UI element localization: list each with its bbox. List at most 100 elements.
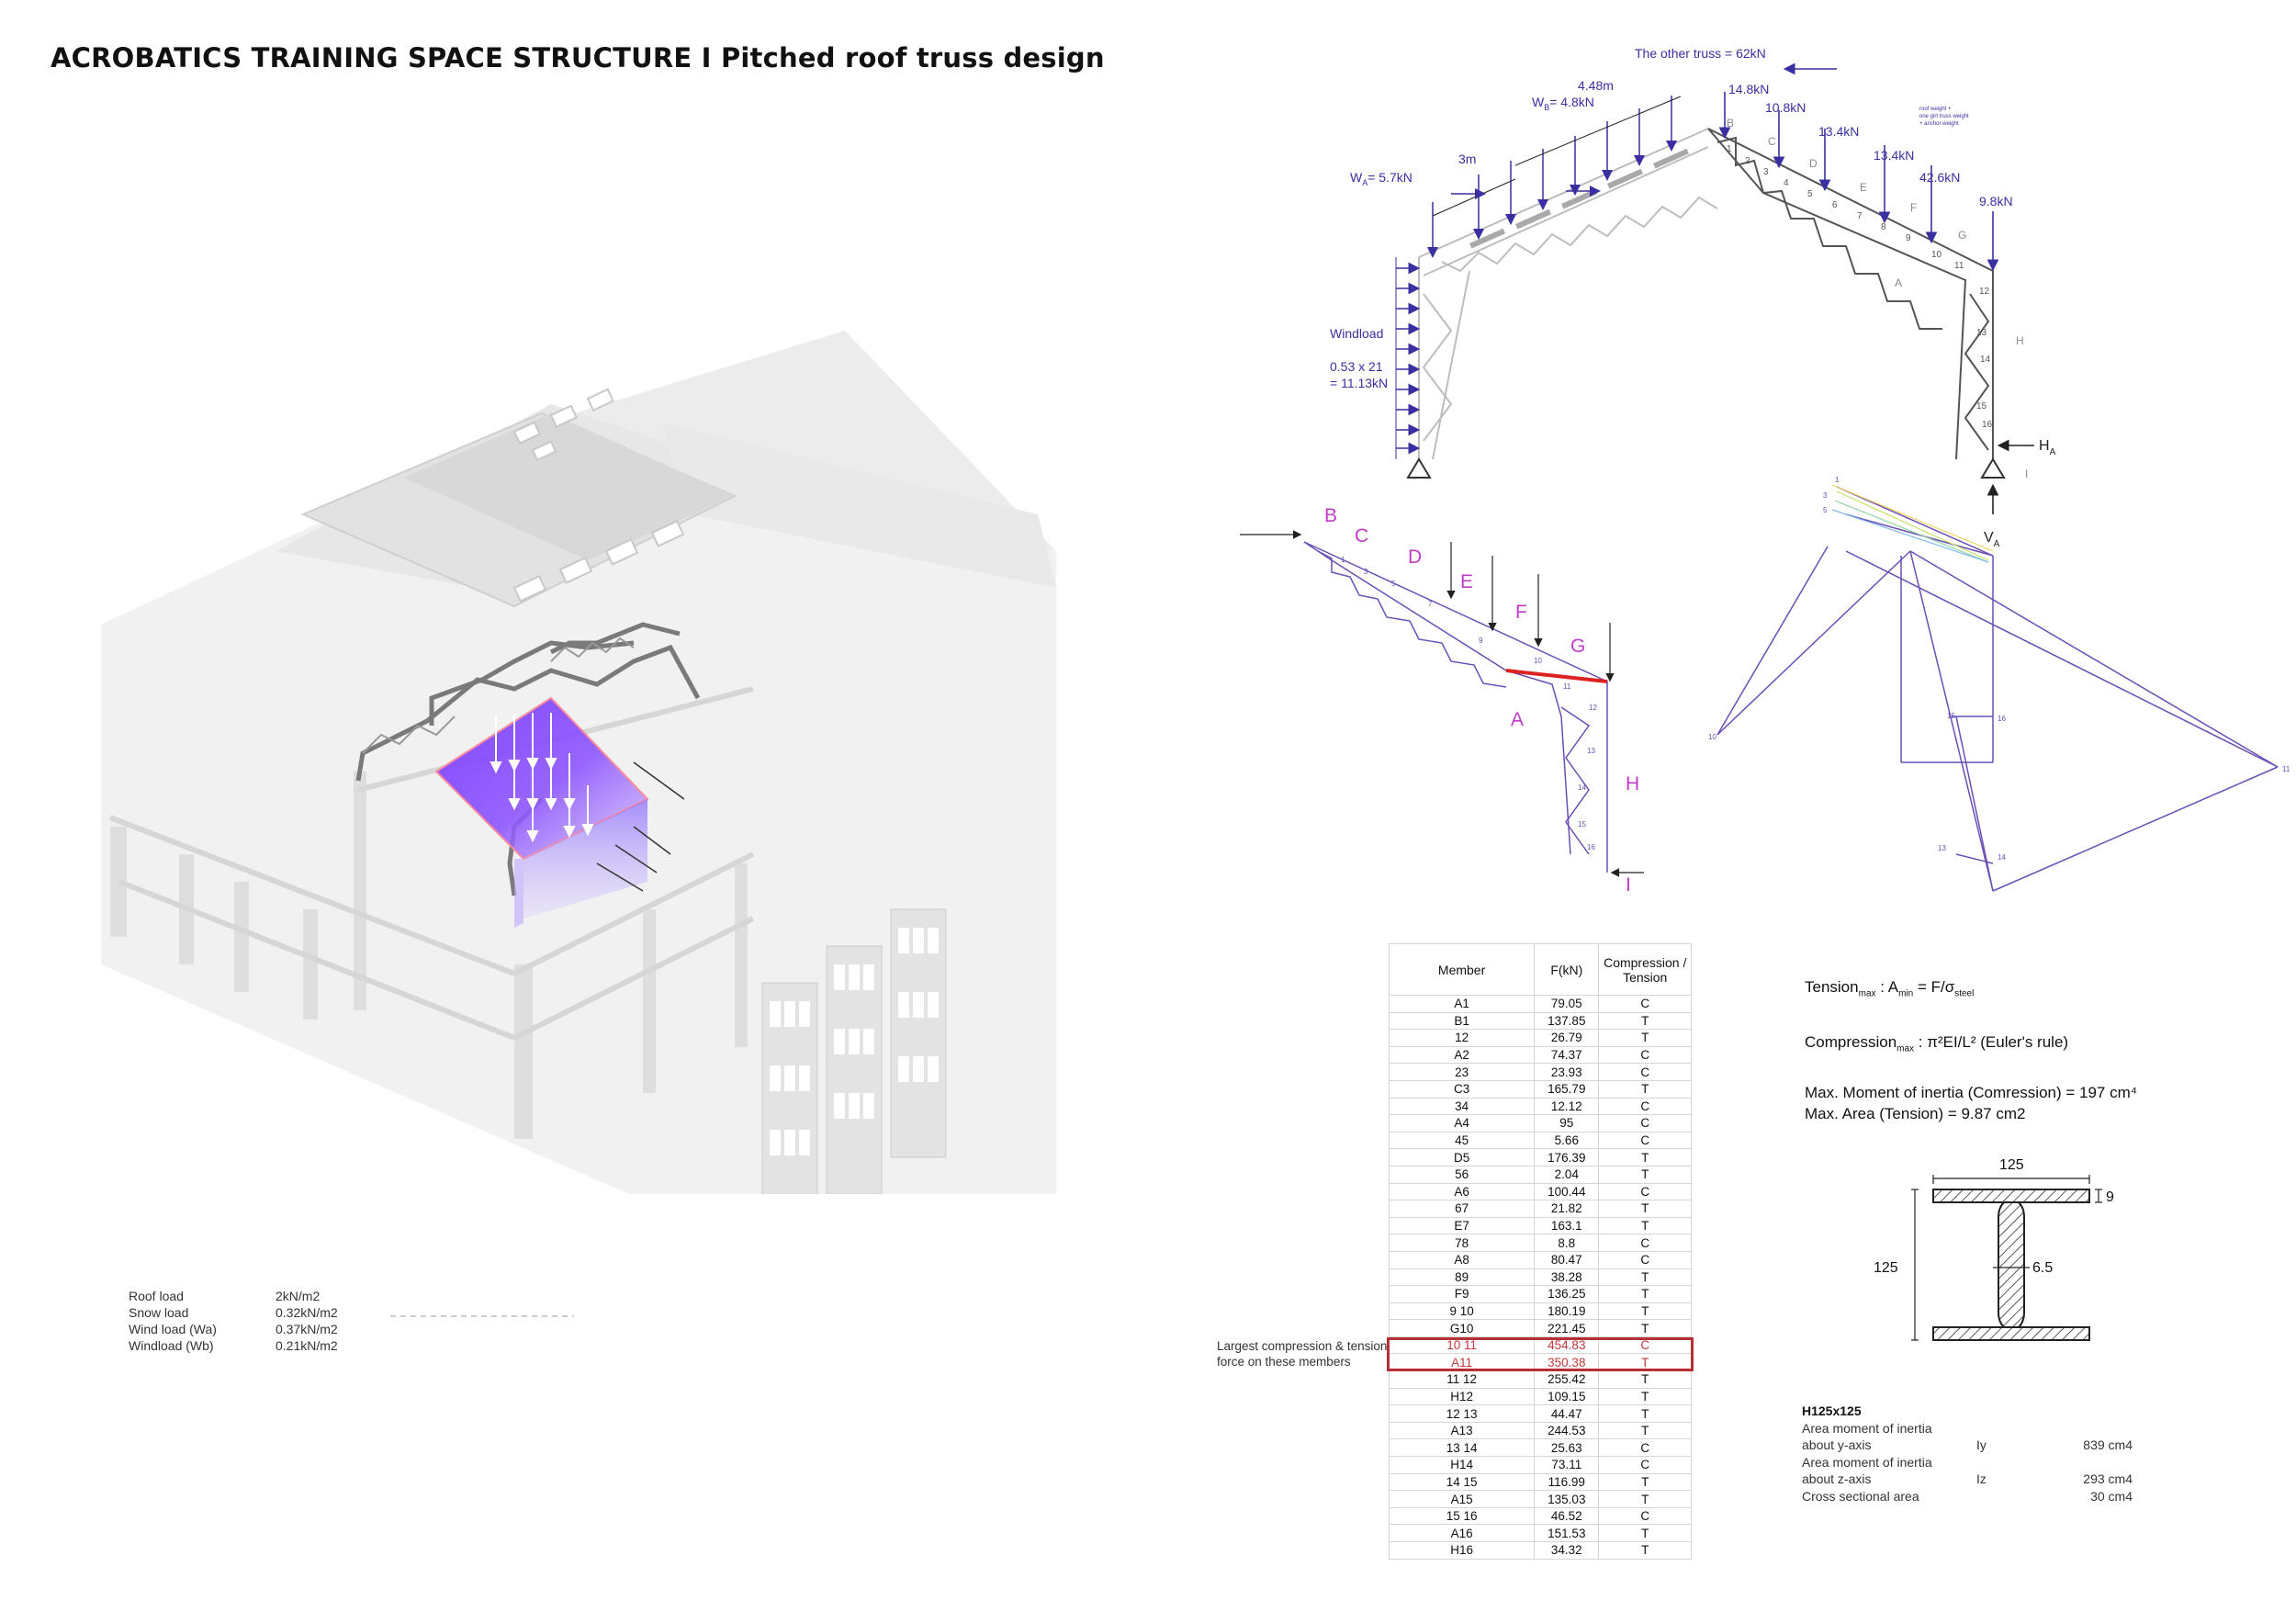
svg-text:12: 12 — [1979, 287, 1990, 297]
svg-text:E: E — [1860, 181, 1867, 194]
cell-type: T — [1598, 1421, 1692, 1440]
wb-label: WB= 4.8kN — [1532, 95, 1594, 112]
tension-formula: Tensionmax : Amin = F/σsteel — [1805, 978, 1975, 999]
load-label: 10.8kN — [1765, 100, 1806, 115]
cell-member: B1 — [1388, 1011, 1536, 1031]
cell-member: A4 — [1388, 1114, 1536, 1133]
cell-force: 26.79 — [1534, 1029, 1600, 1047]
cell-force: 109.15 — [1534, 1387, 1600, 1406]
cell-type: C — [1598, 1250, 1692, 1269]
cell-force: 176.39 — [1534, 1148, 1600, 1167]
cell-member: 13 14 — [1388, 1438, 1536, 1458]
svg-text:H: H — [2016, 334, 2024, 347]
svg-text:1: 1 — [1341, 556, 1345, 564]
small-note: roof weight + — [1919, 107, 1952, 112]
cell-type: C — [1598, 1456, 1692, 1474]
zone-letter: G — [1570, 636, 1585, 657]
cell-force: 151.53 — [1534, 1524, 1600, 1542]
svg-text:7: 7 — [1428, 600, 1433, 608]
svg-text:5: 5 — [1391, 580, 1396, 588]
section-row: Area moment of inertia — [1802, 1420, 1932, 1436]
cell-type: T — [1598, 1524, 1692, 1542]
section-row: Area moment of inertia — [1802, 1454, 1932, 1470]
cell-member: 78 — [1388, 1234, 1536, 1252]
zone-letter: B — [1324, 505, 1337, 526]
cell-force: 38.28 — [1534, 1268, 1600, 1287]
cell-force: 34.32 — [1534, 1541, 1600, 1560]
moment-result: Max. Moment of inertia (Comression) = 19… — [1805, 1084, 2138, 1101]
cell-member: D5 — [1388, 1148, 1536, 1167]
load-row: Wind load (Wa)0.37kN/m2 — [129, 1322, 338, 1336]
column-header-member: Member — [1388, 943, 1536, 996]
load-label: 13.4kN — [1874, 148, 1914, 163]
cell-force: 135.03 — [1534, 1490, 1600, 1508]
cell-member: A1 — [1388, 995, 1536, 1013]
cell-type: C — [1598, 995, 1692, 1013]
cell-type: C — [1598, 1097, 1692, 1116]
highlight-box — [1387, 1337, 1694, 1371]
dim-flange: 9 — [2106, 1189, 2114, 1205]
cell-force: 25.63 — [1534, 1438, 1600, 1458]
cell-member: 34 — [1388, 1097, 1536, 1116]
cell-type: T — [1598, 1011, 1692, 1031]
cell-force: 137.85 — [1534, 1011, 1600, 1031]
truss-load-diagram: The other truss = 62kN 4.48m WB= 4.8kN 3… — [1330, 46, 2056, 549]
svg-text:G: G — [1958, 229, 1966, 242]
cell-member: F9 — [1388, 1285, 1536, 1303]
cell-force: 12.12 — [1534, 1097, 1600, 1116]
compression-formula: Compressionmax : π²EI/L² (Euler's rule) — [1805, 1033, 2069, 1054]
cell-force: 255.42 — [1534, 1370, 1600, 1389]
svg-text:12: 12 — [1589, 704, 1597, 712]
cell-force: 95 — [1534, 1114, 1600, 1133]
cell-force: 100.44 — [1534, 1182, 1600, 1201]
zone-letter: E — [1460, 571, 1473, 592]
cell-type: T — [1598, 1302, 1692, 1321]
svg-text:5: 5 — [1807, 189, 1813, 199]
cell-force: 21.82 — [1534, 1200, 1600, 1218]
cell-force: 2.04 — [1534, 1165, 1600, 1184]
dim-width: 125 — [1999, 1157, 2024, 1173]
cell-member: 14 15 — [1388, 1472, 1536, 1492]
cell-member: H14 — [1388, 1456, 1536, 1474]
svg-text:5: 5 — [1823, 506, 1828, 514]
span-3-label: 3m — [1458, 152, 1476, 166]
cell-type: C — [1598, 1131, 1692, 1150]
cell-member: 12 — [1388, 1029, 1536, 1047]
load-label: 9.8kN — [1979, 194, 2013, 209]
page-title: ACROBATICS TRAINING SPACE STRUCTURE I Pi… — [51, 42, 1105, 73]
svg-text:15: 15 — [1578, 820, 1586, 828]
cell-type: C — [1598, 1234, 1692, 1252]
cell-type: T — [1598, 1541, 1692, 1560]
cell-type: T — [1598, 1387, 1692, 1406]
svg-text:11: 11 — [1954, 261, 1964, 271]
svg-text:14: 14 — [1578, 783, 1586, 792]
cell-member: C3 — [1388, 1079, 1536, 1099]
svg-text:D: D — [1809, 157, 1818, 170]
cell-member: A13 — [1388, 1421, 1536, 1440]
load-row: Windload (Wb)0.21kN/m2 — [129, 1338, 338, 1353]
cell-force: 180.19 — [1534, 1302, 1600, 1321]
cell-member: H12 — [1388, 1387, 1536, 1406]
cell-member: A16 — [1388, 1524, 1536, 1542]
svg-text:3: 3 — [1763, 167, 1769, 177]
cell-force: 44.47 — [1534, 1404, 1600, 1423]
small-note: one girt truss weight — [1919, 114, 1969, 119]
